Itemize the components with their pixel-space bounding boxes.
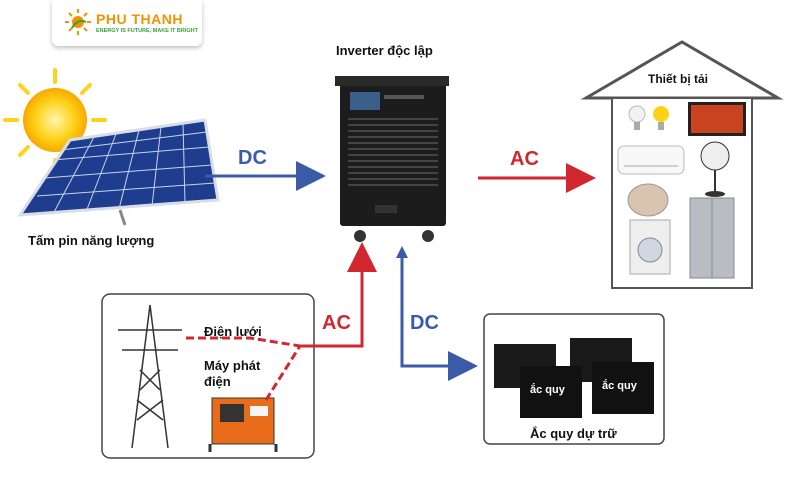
house-label: Thiết bị tải xyxy=(648,72,708,86)
grid-label: Điện lưới xyxy=(204,324,262,339)
grid-line xyxy=(186,336,301,348)
generator-icon xyxy=(208,397,278,452)
solar-panel-icon xyxy=(17,118,220,226)
solar-label: Tấm pin năng lượng xyxy=(28,233,155,248)
ac-label-grid: AC xyxy=(322,312,351,334)
generator-label: Máy phát điện xyxy=(204,358,261,389)
sun-logo-icon xyxy=(65,9,91,35)
generator-line xyxy=(264,345,302,401)
battery-cell-text-1: ắc quy xyxy=(530,384,565,396)
inverter-icon xyxy=(335,76,449,242)
battery-icon xyxy=(494,338,654,418)
battery-cell-text-2: ắc quy xyxy=(602,380,637,392)
dc-arrow-battery xyxy=(400,250,478,381)
ac-arrow-grid xyxy=(300,242,377,348)
inverter-label: Inverter độc lập xyxy=(336,43,433,58)
power-tower-icon xyxy=(118,304,182,449)
ac-label-load: AC xyxy=(510,148,539,170)
dc-label-battery: DC xyxy=(410,312,439,334)
dc-label-solar: DC xyxy=(238,147,267,169)
brand-slogan: ENERGY IS FUTURE, MAKE IT BRIGHT xyxy=(96,28,198,34)
battery-label: Ắc quy dự trữ xyxy=(530,426,617,441)
brand-name: PHU THANH xyxy=(96,11,183,27)
logo: PHU THANH ENERGY IS FUTURE, MAKE IT BRIG… xyxy=(52,0,202,46)
house-icon xyxy=(580,40,784,289)
